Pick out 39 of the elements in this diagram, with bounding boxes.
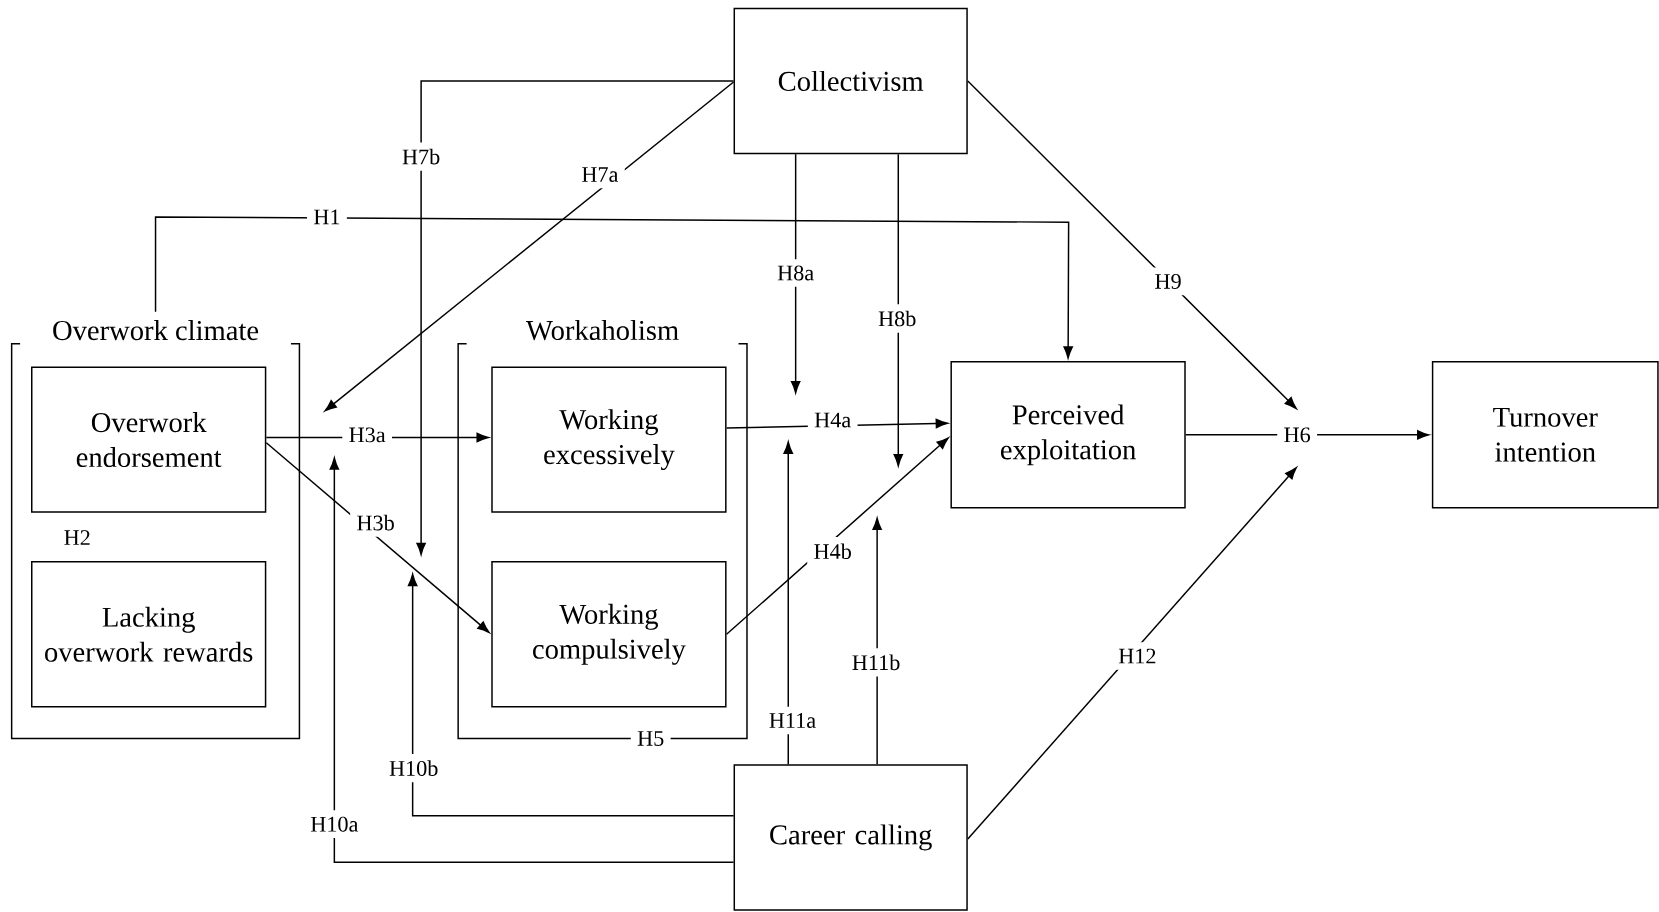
- arrow: [893, 153, 904, 467]
- arrow: [407, 573, 735, 817]
- arrow: [872, 517, 882, 765]
- edge-label: H11a: [762, 706, 823, 735]
- concept-box: Overwork endorsement: [31, 366, 267, 513]
- arrow: [416, 80, 735, 556]
- edge-label: H4b: [807, 537, 859, 566]
- arrow: [967, 467, 1297, 840]
- arrow: [783, 441, 793, 765]
- edge-label: H1: [307, 203, 347, 231]
- arrow: [324, 81, 735, 412]
- edge-label: H11b: [845, 648, 907, 677]
- concept-box: Collectivism: [733, 7, 968, 155]
- arrow: [154, 216, 1073, 359]
- edge-label: H7a: [575, 160, 625, 189]
- arrow: [967, 80, 1297, 409]
- arrow: [725, 437, 949, 636]
- arrow: [790, 153, 801, 394]
- edge-label: H4a: [807, 406, 858, 434]
- edge-label: H6: [1277, 421, 1318, 449]
- edge-label: H3a: [342, 421, 392, 449]
- edge-label: H7b: [395, 142, 447, 171]
- edge-label: H3b: [350, 508, 402, 537]
- edge-label: H8a: [770, 259, 821, 287]
- concept-box: Lacking overwork rewards: [31, 561, 267, 708]
- concept-box: Career calling: [733, 764, 968, 911]
- edge-label: H10a: [303, 810, 365, 839]
- edge-label: H9: [1148, 267, 1188, 296]
- concept-box: Turnover intention: [1431, 361, 1659, 509]
- concept-box: Working excessively: [491, 366, 727, 513]
- hypothesis-label: H5: [630, 724, 671, 753]
- edge-label: H10b: [382, 753, 445, 783]
- arrow: [265, 442, 490, 633]
- hypothesis-label: H2: [57, 523, 98, 552]
- concept-box: Perceived exploitation: [950, 361, 1186, 509]
- edge-label: H12: [1111, 642, 1163, 670]
- concept-box: Working compulsively: [491, 561, 727, 708]
- edge-label: H8b: [871, 304, 923, 333]
- arrow: [329, 457, 735, 864]
